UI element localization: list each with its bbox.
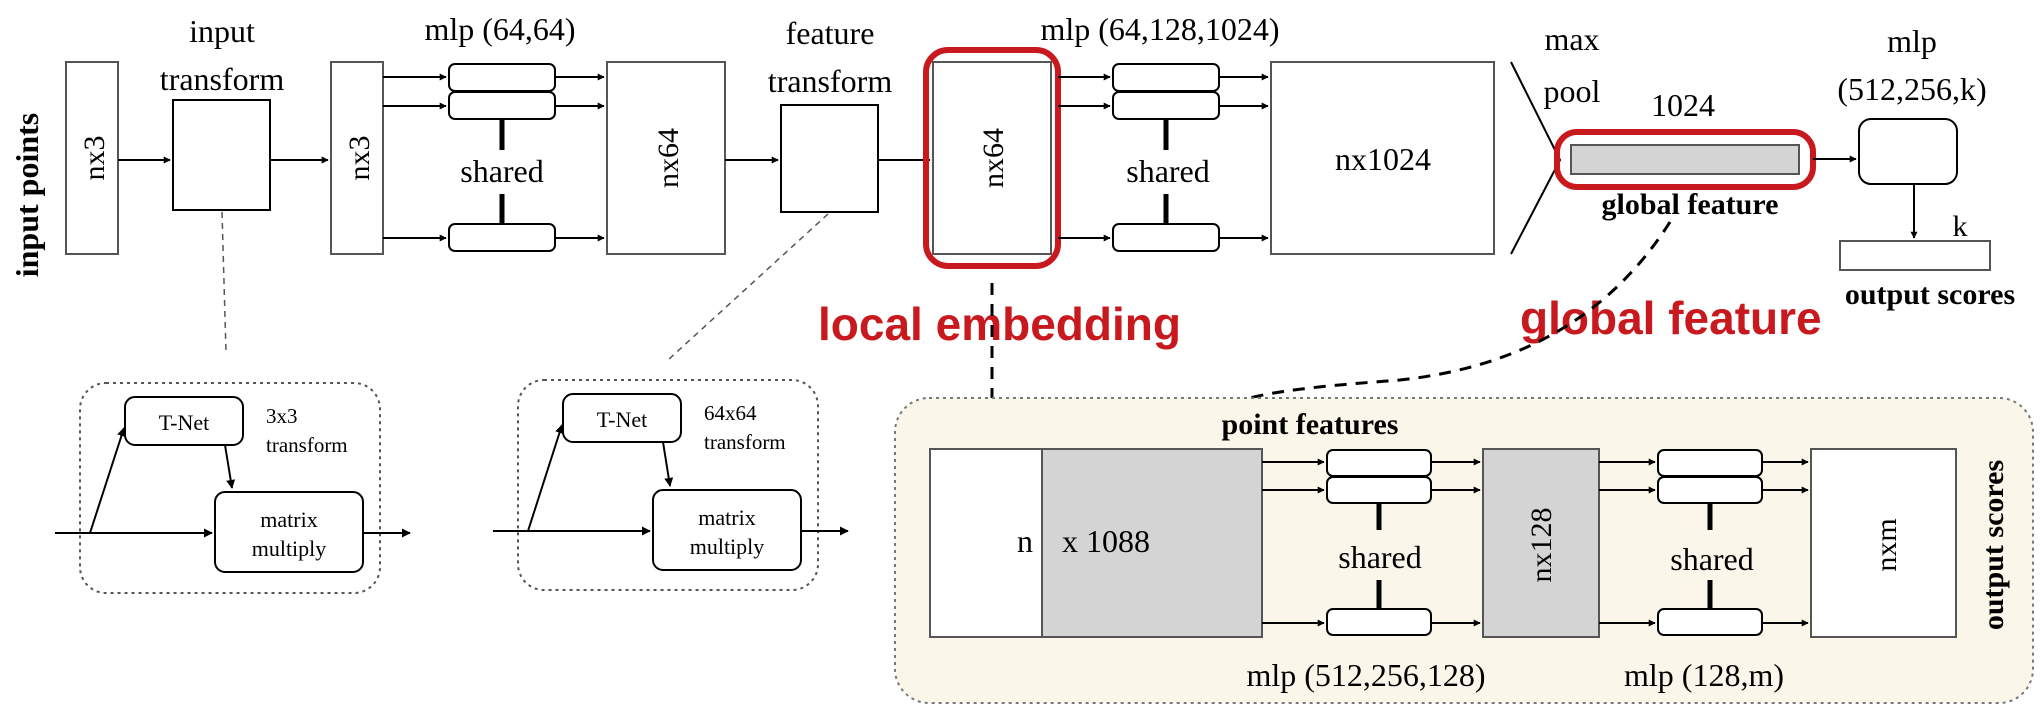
input-nx3-box xyxy=(65,61,119,255)
mlp3-label-1: mlp xyxy=(1887,23,1937,59)
input-points-label: input points xyxy=(9,113,45,278)
k-label: k xyxy=(1953,210,1968,243)
tnet1-transform-2: transform xyxy=(266,433,348,457)
nx128-box xyxy=(1482,448,1600,638)
seg-mlp2-unit-3 xyxy=(1657,608,1763,636)
mlp1-unit-3 xyxy=(448,223,556,252)
nx64-box-b xyxy=(932,61,1052,255)
concat-dim-label: x 1088 xyxy=(1062,523,1150,559)
global-dim-label: 1024 xyxy=(1651,87,1715,123)
feature-transform-box xyxy=(780,104,879,213)
input-transform-label-1: input xyxy=(189,13,255,49)
seg-mlp2-unit-2 xyxy=(1657,476,1763,504)
mlp1-unit-2 xyxy=(448,91,556,120)
feature-transform-label-1: feature xyxy=(786,15,875,51)
input-transform-box xyxy=(172,99,271,211)
transformed-nx3-box xyxy=(330,61,384,255)
nxm-box xyxy=(1810,448,1957,638)
concat-local-part xyxy=(929,448,1043,638)
tnet2-box xyxy=(562,393,682,443)
tnet1-matmul-2: multiply xyxy=(252,536,327,561)
mlp2-shared-label: shared xyxy=(1126,153,1210,189)
seg-mlp-a-label: mlp (512,256,128) xyxy=(1246,657,1485,693)
tnet2-matmul-1: matrix xyxy=(698,505,755,530)
tnet1-box xyxy=(124,396,244,446)
mlp1-unit-1 xyxy=(448,63,556,92)
local-embedding-highlight xyxy=(923,47,1061,269)
seg-mlp1-unit-1 xyxy=(1326,449,1432,477)
output-scores-label: output scores xyxy=(1845,278,2015,311)
seg-mlp1-shared: shared xyxy=(1338,539,1422,575)
seg-mlp1-unit-3 xyxy=(1326,608,1432,636)
input-transform-label-2: transform xyxy=(160,61,285,97)
tnet2-transform-2: transform xyxy=(704,430,786,454)
nx64-label-a: nx64 xyxy=(652,128,685,188)
concat-global-part xyxy=(1041,448,1263,638)
mlp3-label-2: (512,256,k) xyxy=(1837,71,1986,107)
tnet1-label: T-Net xyxy=(159,410,210,435)
input-nx3-label: nx3 xyxy=(78,136,111,181)
tnet2-label: T-Net xyxy=(597,407,648,432)
point-features-label: point features xyxy=(1222,408,1399,441)
max-pool-label-2: pool xyxy=(1544,73,1601,109)
nx64-label-b: nx64 xyxy=(977,128,1010,188)
seg-mlp2-unit-1 xyxy=(1657,449,1763,477)
nx128-label: nx128 xyxy=(1525,508,1558,583)
transformed-nx3-label: nx3 xyxy=(343,136,376,181)
tnet2-transform-1: 64x64 xyxy=(704,401,757,425)
nx1024-label: nx1024 xyxy=(1335,141,1431,177)
feature-transform-label-2: transform xyxy=(768,63,893,99)
tnet2-matmul-2: multiply xyxy=(690,534,765,559)
mlp2-unit-1 xyxy=(1112,63,1220,92)
class-scores-box xyxy=(1839,240,1991,271)
mlp1-label: mlp (64,64) xyxy=(424,11,575,47)
mlp2-unit-3 xyxy=(1112,223,1220,252)
svg-text:input points: input points xyxy=(9,113,45,278)
nxm-label: nxm xyxy=(1870,518,1903,571)
global-feature-vector xyxy=(1570,144,1800,175)
tnet1-panel xyxy=(79,382,381,594)
mlp2-label: mlp (64,128,1024) xyxy=(1040,11,1279,47)
tnet1-matmul-1: matrix xyxy=(260,507,317,532)
nx1024-box xyxy=(1270,61,1495,255)
max-pool-label-1: max xyxy=(1544,21,1599,57)
tnet2-panel xyxy=(517,379,819,591)
mlp3-box xyxy=(1858,118,1958,185)
global-feature-annotation: global feature xyxy=(1520,292,1822,344)
concat-n-label: n xyxy=(1017,523,1033,559)
tnet1-transform-1: 3x3 xyxy=(266,404,298,428)
nx64-box-a xyxy=(606,61,726,255)
seg-mlp-b-label: mlp (128,m) xyxy=(1624,657,1784,693)
seg-mlp2-shared: shared xyxy=(1670,541,1754,577)
seg-output-scores-label: output scores xyxy=(1977,460,2010,630)
global-feature-caption: global feature xyxy=(1602,188,1779,221)
local-embedding-annotation: local embedding xyxy=(818,298,1181,350)
mlp1-shared-label: shared xyxy=(460,153,544,189)
seg-mlp1-unit-2 xyxy=(1326,476,1432,504)
mlp2-unit-2 xyxy=(1112,91,1220,120)
